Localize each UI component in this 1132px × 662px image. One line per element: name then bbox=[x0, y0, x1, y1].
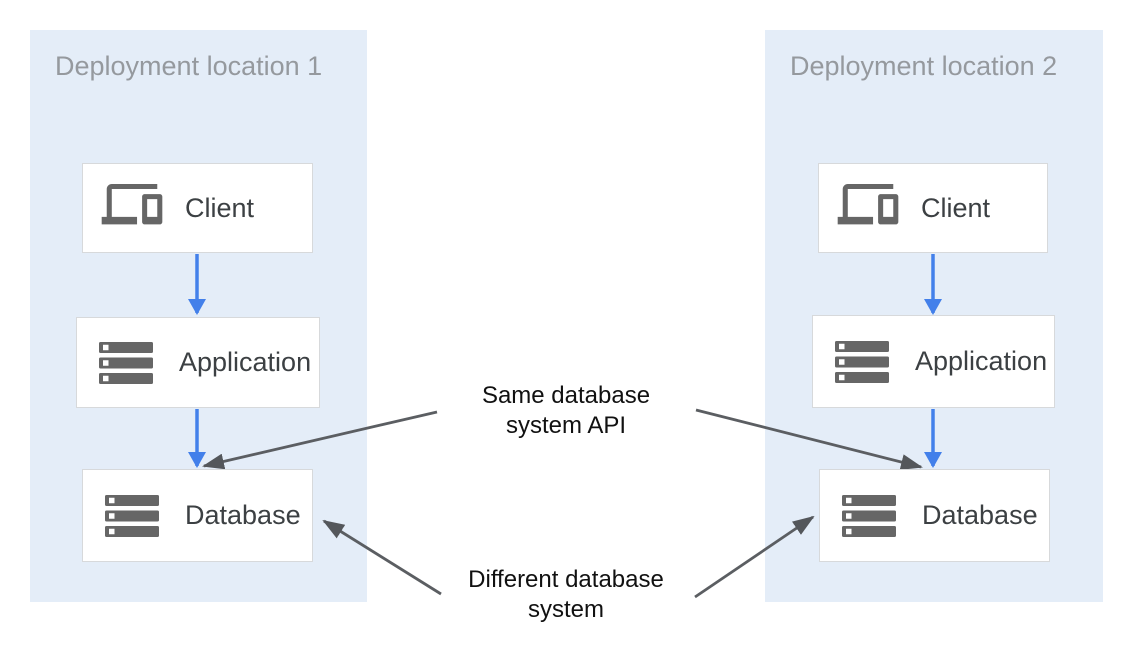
application-node-1: Application bbox=[76, 317, 320, 408]
annotation-line: Same database bbox=[481, 382, 651, 409]
node-label: Client bbox=[185, 192, 255, 223]
storage-icon bbox=[830, 340, 894, 383]
node-label: Client bbox=[921, 192, 991, 223]
devices-icon bbox=[836, 184, 900, 232]
storage-icon bbox=[837, 494, 901, 537]
devices-icon bbox=[100, 184, 164, 232]
node-label: Database bbox=[922, 500, 1038, 530]
database-node-2: Database bbox=[819, 469, 1050, 562]
annotation-line: Different database bbox=[468, 566, 664, 593]
annotation-same-db: Same database system API bbox=[482, 381, 650, 441]
annotation-line: system bbox=[527, 596, 605, 623]
node-label: Application bbox=[915, 346, 1048, 376]
client-node-1: Client bbox=[82, 163, 313, 253]
annotation-different-db: Different database system bbox=[468, 565, 664, 625]
panel-title: Deployment location 2 bbox=[790, 51, 1058, 81]
application-node-2: Application bbox=[812, 315, 1055, 408]
storage-icon bbox=[94, 341, 158, 384]
storage-icon bbox=[100, 494, 164, 537]
node-label: Database bbox=[185, 500, 301, 530]
panel-title: Deployment location 1 bbox=[55, 51, 323, 81]
node-label: Application bbox=[179, 347, 312, 377]
annotation-line: system API bbox=[505, 412, 627, 439]
client-node-2: Client bbox=[818, 163, 1048, 253]
database-node-1: Database bbox=[82, 469, 313, 562]
